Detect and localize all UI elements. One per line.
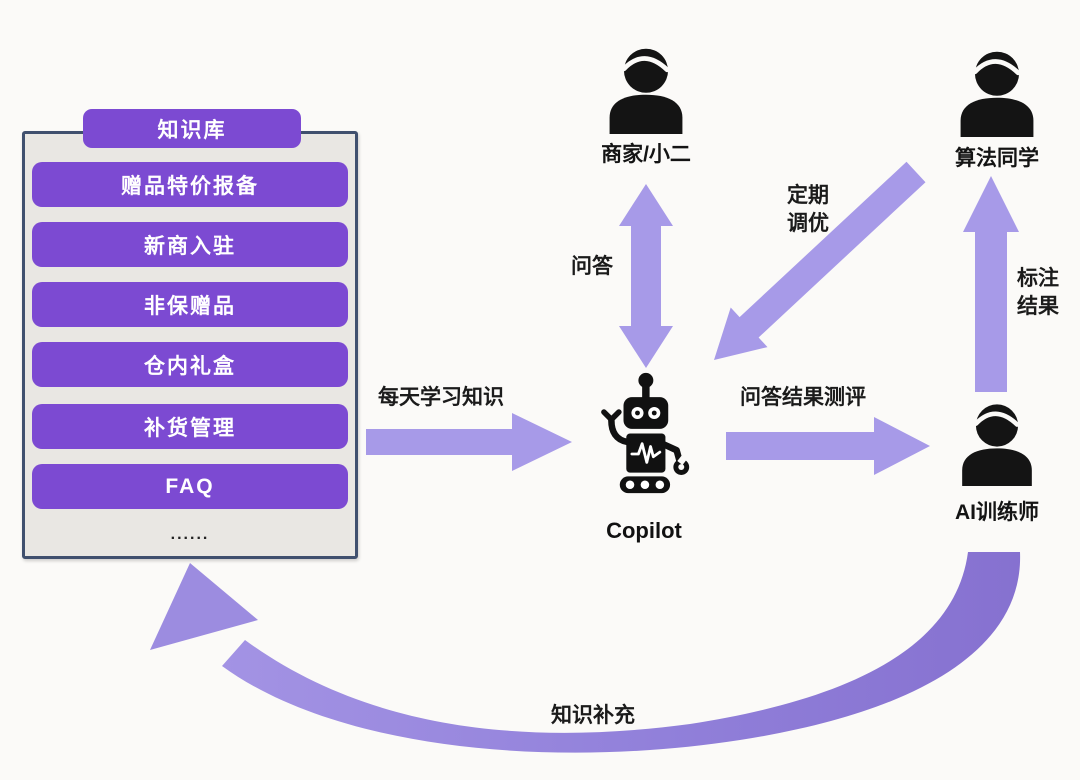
arrow-kb-to-copilot [366,413,572,471]
trainer-person-icon [951,398,1043,490]
merchant-label: 商家/小二 [601,143,691,166]
copilot-robot-icon [588,372,700,508]
kb-item: FAQ [32,464,348,509]
algorithm-person-icon [949,45,1045,141]
kb-item: 非保赠品 [32,282,348,327]
edge-label-supplement: 知识补充 [551,704,635,727]
copilot-label: Copilot [606,518,682,543]
kb-item: 新商入驻 [32,222,348,267]
edge-label-annotate: 标注 结果 [1017,267,1059,318]
kb-item: 仓内礼盒 [32,342,348,387]
arrow-trainer-to-kb-head [150,563,258,650]
arrow-trainer-to-algorithm [963,176,1019,392]
edge-label-qa-eval: 问答结果测评 [740,386,866,409]
arrow-trainer-to-kb-swoosh [222,552,1021,753]
arrow-copilot-to-trainer [726,417,930,475]
arrow-copilot-merchant-bidirectional [619,184,673,368]
edge-label-learn: 每天学习知识 [378,386,504,409]
kb-more-ellipsis: ...... [170,526,210,543]
arrow-algorithm-to-copilot [714,161,926,360]
kb-item: 补货管理 [32,404,348,449]
knowledge-base-items: 赠品特价报备 新商入驻 非保赠品 仓内礼盒 补货管理 FAQ ...... [22,131,358,559]
algorithm-label: 算法同学 [955,147,1039,170]
trainer-label: AI训练师 [955,501,1039,524]
edge-label-tuning: 定期 调优 [787,184,829,235]
knowledge-base-title: 知识库 [83,109,301,148]
merchant-person-icon [598,42,694,138]
kb-item: 赠品特价报备 [32,162,348,207]
edge-label-qa: 问答 [571,255,613,278]
